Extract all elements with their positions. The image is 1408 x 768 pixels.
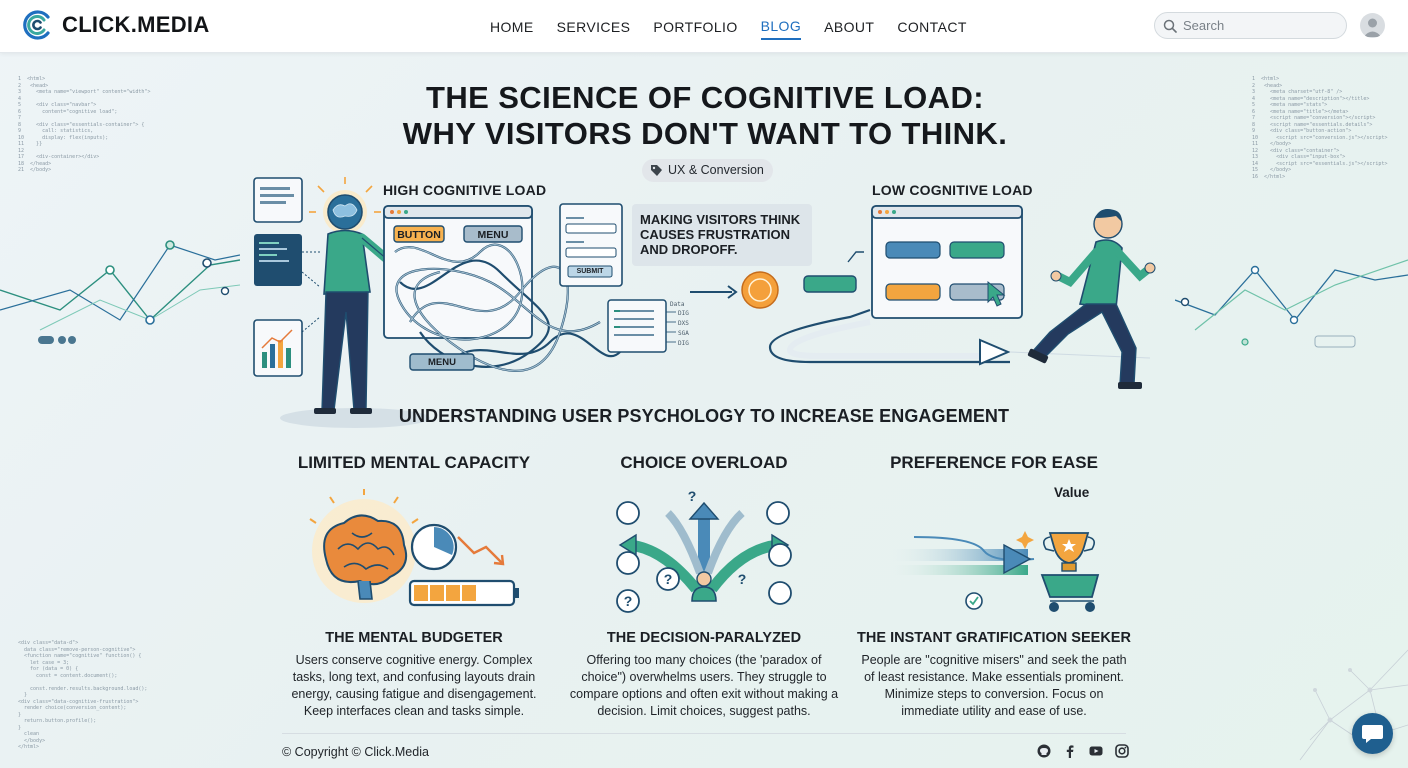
frustration-callout: MAKING VISITORS THINK CAUSES FRUSTRATION… [632, 204, 812, 266]
facebook-icon[interactable] [1063, 744, 1077, 758]
column-body: People are "cognitive misers" and seek t… [861, 653, 1127, 718]
high-load-label: HIGH COGNITIVE LOAD [383, 182, 547, 198]
column-preference-ease: PREFERENCE FOR EASE [854, 453, 1134, 720]
search-icon [1163, 19, 1177, 33]
decision-arrows-illustration: ???? [564, 488, 844, 619]
nav-blog[interactable]: BLOG [760, 14, 802, 40]
column-title: CHOICE OVERLOAD [620, 453, 788, 472]
persona-title: THE DECISION-PARALYZED [606, 630, 802, 646]
value-label: Value [1054, 485, 1090, 500]
footer-divider [282, 733, 1126, 734]
nav-services[interactable]: SERVICES [556, 18, 631, 35]
user-avatar[interactable] [1360, 13, 1385, 38]
nav-contact[interactable]: CONTACT [897, 18, 967, 35]
column-body: Offering too many choices (the 'paradox … [569, 653, 839, 718]
choice-arrows-icon: ???? [616, 488, 792, 613]
brand-logo-icon [23, 10, 50, 40]
line-graph-decoration-left [0, 240, 240, 344]
hero-menu-label-bottom: MENU [428, 357, 456, 368]
nav-about[interactable]: ABOUT [824, 18, 875, 35]
category-tag-label: UX & Conversion [668, 163, 764, 177]
user-icon [1363, 18, 1382, 37]
code-snippet-decoration: 1 <html> 2 <head> 3 <meta name="viewport… [18, 76, 151, 173]
chat-bubble-icon [1362, 725, 1383, 743]
svg-text:?: ? [664, 571, 673, 587]
section-subheading: UNDERSTANDING USER PSYCHOLOGY TO INCREAS… [398, 406, 1010, 426]
hero-submit-label: SUBMIT [576, 268, 604, 275]
trophy-cart-illustration: Value [854, 485, 1134, 619]
low-load-label: LOW COGNITIVE LOAD [872, 182, 1033, 198]
article-title-line-1: THE SCIENCE OF COGNITIVE LOAD: [426, 80, 984, 115]
search-box[interactable] [1154, 12, 1347, 39]
instagram-icon[interactable] [1115, 744, 1129, 758]
trophy-icon [888, 531, 1100, 612]
line-graph-decoration-right [1175, 259, 1408, 348]
copyright-text: © Copyright © Click.Media [282, 745, 429, 759]
brain-icon [309, 489, 519, 607]
nav-portfolio[interactable]: PORTFOLIO [653, 18, 738, 35]
code-snippet-decoration: <div class="data-d"> data class="remove-… [18, 640, 148, 750]
social-links [1037, 744, 1129, 758]
persona-title: THE INSTANT GRATIFICATION SEEKER [857, 630, 1131, 646]
chat-widget-button[interactable] [1352, 713, 1393, 754]
svg-text:?: ? [624, 593, 633, 609]
column-title: PREFERENCE FOR EASE [890, 453, 1098, 472]
svg-text:Data: Data [670, 301, 685, 308]
tag-icon [651, 165, 662, 176]
brain-battery-illustration [274, 489, 554, 619]
nav-home[interactable]: HOME [490, 18, 534, 35]
svg-text:?: ? [738, 571, 747, 587]
hero-menu-label: MENU [477, 229, 509, 241]
main-nav: HOME SERVICES PORTFOLIO BLOG ABOUT CONTA… [490, 0, 967, 53]
brand-logo[interactable]: CLICK.MEDIA [22, 9, 210, 41]
svg-text:SGA: SGA [678, 330, 689, 337]
persona-title: THE MENTAL BUDGETER [325, 630, 503, 646]
github-icon[interactable] [1037, 744, 1051, 758]
svg-text:DIG: DIG [678, 340, 689, 347]
article-title: THE SCIENCE OF COGNITIVE LOAD: WHY VISIT… [330, 80, 1080, 152]
hero-button-label: BUTTON [397, 229, 441, 241]
svg-text:?: ? [688, 489, 697, 504]
category-tag[interactable]: UX & Conversion [642, 159, 773, 182]
column-choice-overload: CHOICE OVERLOAD ???? THE DECISION-PARALY… [564, 453, 844, 720]
search-input[interactable] [1183, 18, 1333, 33]
code-snippet-decoration: 1 <html> 2 <head> 3 <meta charset="utf-8… [1252, 76, 1388, 180]
column-mental-capacity: LIMITED MENTAL CAPACITY THE MENTAL BUDGE… [274, 453, 554, 720]
svg-text:DIG: DIG [678, 310, 689, 317]
column-title: LIMITED MENTAL CAPACITY [297, 453, 531, 472]
top-navigation-bar: CLICK.MEDIA HOME SERVICES PORTFOLIO BLOG… [0, 0, 1408, 53]
youtube-icon[interactable] [1089, 744, 1103, 758]
article-title-line-2: WHY VISITORS DON'T WANT TO THINK. [402, 116, 1008, 151]
column-body: Users conserve cognitive energy. Complex… [291, 653, 537, 718]
brand-name: CLICK.MEDIA [62, 12, 210, 37]
svg-text:DXS: DXS [678, 320, 689, 327]
